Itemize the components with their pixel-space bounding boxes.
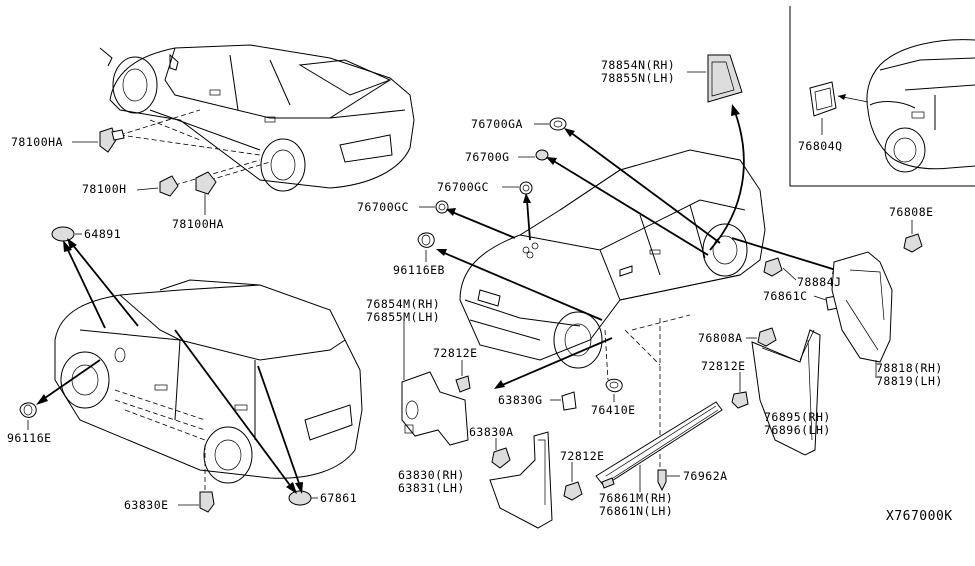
arrow-78884J	[731, 237, 837, 271]
part-label: 72812E	[701, 359, 746, 373]
part-label: 76808E	[889, 205, 934, 219]
arrow-67861-b	[257, 365, 301, 487]
clip-72812E-c	[731, 391, 749, 409]
part-label: 76700GA	[471, 117, 523, 131]
part-label: 76962A	[683, 469, 728, 483]
car-hatchback-top-left	[99, 44, 415, 192]
part-label: 67861	[320, 491, 358, 505]
screw-76808E	[903, 233, 923, 253]
screw-78884J	[763, 257, 783, 277]
arrow-76700GA	[569, 131, 721, 244]
plug-76700G	[535, 149, 549, 161]
plug-64891	[51, 226, 75, 242]
plug-67861	[288, 490, 312, 506]
inset-car-rear	[866, 39, 975, 173]
part-label: 78100H	[82, 182, 127, 196]
car-sedan-center	[459, 149, 766, 369]
arrow-64891-b	[71, 243, 139, 327]
arrow-76700G	[551, 159, 709, 256]
clip-72812E-a	[455, 375, 471, 393]
grommet-76410E	[605, 378, 623, 393]
screw-76808A	[757, 327, 777, 347]
part-76861M-shape	[595, 401, 723, 487]
arrow-76700GC-a	[526, 199, 531, 241]
part-label: 63830A	[469, 425, 514, 439]
part-label: 76410E	[591, 403, 636, 417]
plug-76700GC-b	[435, 200, 449, 214]
part-label: 72812E	[433, 346, 478, 360]
part-label: 78100HA	[11, 135, 63, 149]
part-label: 96116EB	[393, 263, 445, 277]
arrow-76700GC-b	[451, 211, 516, 239]
part-label: 76895(RH) 76896(LH)	[764, 410, 831, 437]
part-76854M-shape	[401, 371, 469, 446]
part-76804Q-shape	[809, 81, 837, 117]
part-label: 76861C	[763, 289, 808, 303]
arrow-76854M	[499, 337, 613, 387]
part-label: 76700G	[465, 150, 510, 164]
clip-63830A	[491, 447, 511, 469]
part-label: 64891	[84, 227, 122, 241]
clip-78100HA-b	[195, 171, 217, 195]
part-63830-shape	[489, 431, 553, 529]
plug-76700GC-a	[519, 181, 533, 195]
part-label: 76808A	[698, 331, 743, 345]
reference-code: X767000K	[886, 509, 953, 524]
part-76895-shape	[751, 329, 821, 456]
screw-76962A	[657, 469, 667, 492]
arrow-64891-a	[66, 247, 106, 329]
inset-frame	[789, 6, 975, 187]
arrow-96116EB	[441, 251, 603, 321]
part-label: 63830G	[498, 393, 543, 407]
part-78818-shape	[831, 251, 893, 363]
clip-63830E	[199, 491, 215, 513]
part-label: 78818(RH) 78819(LH)	[876, 361, 943, 388]
clip-78100H	[159, 175, 179, 197]
part-label: 76700GC	[437, 180, 489, 194]
part-label: 63830(RH) 63831(LH)	[398, 468, 465, 495]
arrow-67861-a	[174, 329, 293, 489]
part-label: 76804Q	[798, 139, 843, 153]
plug-76700GA	[549, 117, 567, 131]
grommet-96116E	[19, 402, 37, 418]
part-label: 76700GC	[357, 200, 409, 214]
car-sedan-bottom-left	[54, 279, 363, 484]
part-label: 78884J	[797, 275, 842, 289]
part-63830G-shape	[561, 391, 577, 411]
part-label: 72812E	[560, 449, 605, 463]
part-label: 78854N(RH) 78855N(LH)	[601, 58, 676, 85]
arrow-78854N	[709, 111, 745, 251]
part-label: 78100HA	[172, 217, 224, 231]
clip-72812E-b	[563, 481, 583, 501]
grommet-96116EB	[417, 232, 435, 248]
part-label: 76854M(RH) 76855M(LH)	[366, 297, 441, 324]
arrow-96116E	[41, 359, 101, 401]
part-label: 63830E	[124, 498, 169, 512]
part-label: 76861M(RH) 76861N(LH)	[599, 491, 674, 518]
part-label: 96116E	[7, 431, 52, 445]
